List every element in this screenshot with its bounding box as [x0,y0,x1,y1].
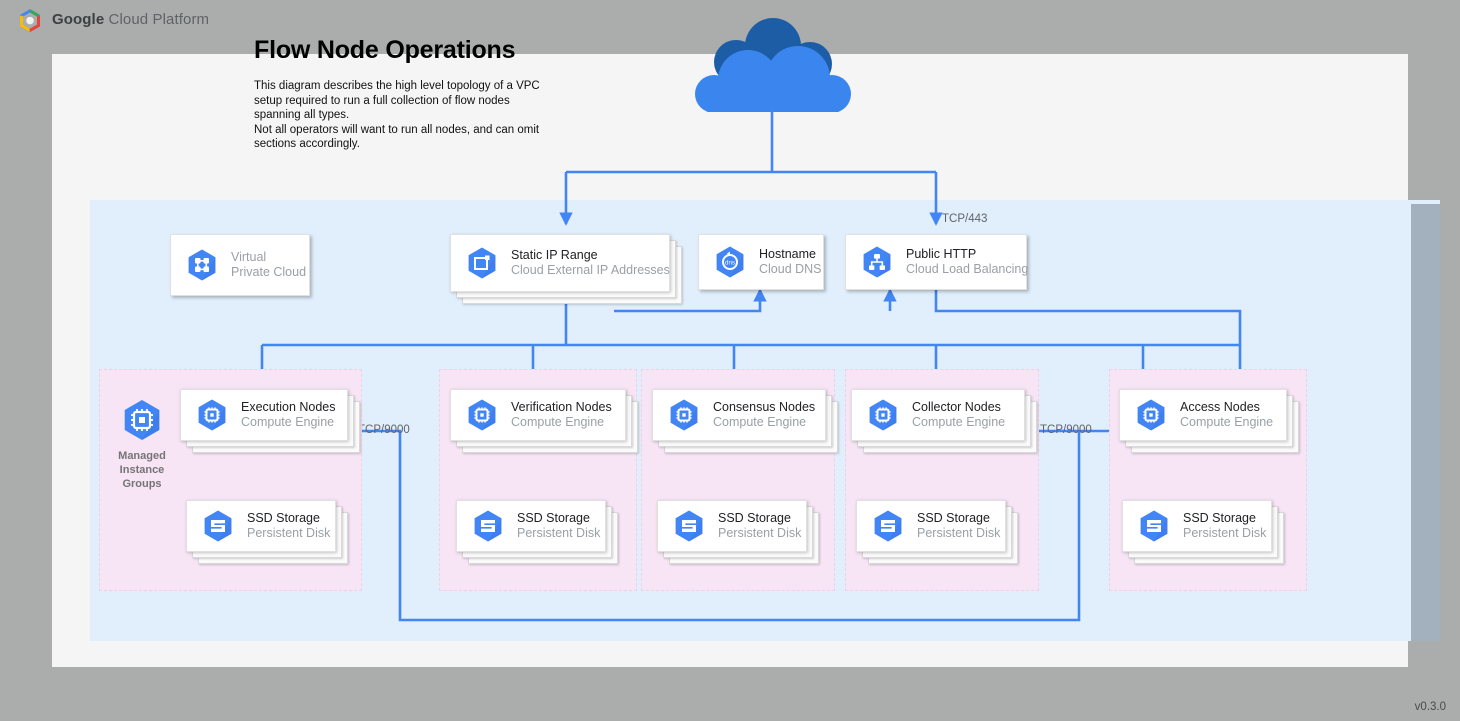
node-card-access-nodes[interactable]: Access Nodes Compute Engine [1119,389,1299,453]
persistent-disk-icon [474,510,502,542]
diagram-description: This diagram describes the high level to… [254,80,540,151]
google-cloud-platform-logo [20,9,40,33]
port-label-lb-ingress: TCP/443 [942,213,988,225]
node-subtitle: Persistent Disk [247,526,331,540]
persistent-disk-icon [1140,510,1168,542]
node-card-static-ip-range[interactable]: Static IP Range Cloud External IP Addres… [450,234,682,304]
port-label-access-to-execution: TCP/9000 [358,424,410,436]
cloud-icon [695,18,851,112]
node-title: Public HTTP [906,247,977,261]
compute-engine-icon [869,399,897,431]
node-subtitle: Compute Engine [241,415,335,429]
brand-rest: Cloud Platform [104,11,210,28]
node-subtitle: Persistent Disk [517,526,601,540]
page-title: Flow Node Operations [254,36,516,64]
node-title: Collector Nodes [912,400,1001,414]
node-subtitle: Private Cloud [231,265,307,279]
node-card-collector-storage[interactable]: SSD Storage Persistent Disk [856,500,1018,564]
port-label-access-to-collector: TCP/9000 [1040,424,1092,436]
node-subtitle: Cloud DNS [759,262,822,276]
virtual-private-cloud-icon [188,249,216,281]
node-title: Verification Nodes [511,400,612,414]
cloud-dns-icon: dns [716,246,744,278]
node-title: Static IP Range [511,248,598,262]
node-title: Execution Nodes [241,400,336,414]
node-card-virtual-private-cloud[interactable]: Virtual Private Cloud [170,234,310,296]
node-card-execution-nodes[interactable]: Execution Nodes Compute Engine [180,389,360,453]
brand-title: Google Cloud Platform [52,11,209,28]
persistent-disk-icon [204,510,232,542]
compute-engine-icon [468,399,496,431]
svg-text:dns: dns [725,260,735,267]
node-card-verification-storage[interactable]: SSD Storage Persistent Disk [456,500,618,564]
node-subtitle: Persistent Disk [1183,526,1267,540]
node-title: Hostname [759,247,816,261]
node-subtitle: Compute Engine [713,415,807,429]
vpc-region-edge [1411,204,1440,641]
node-title: SSD Storage [917,511,990,525]
node-subtitle: Persistent Disk [718,526,802,540]
persistent-disk-icon [874,510,902,542]
compute-engine-icon [198,399,226,431]
node-subtitle: Cloud Load Balancing [906,262,1029,276]
node-title: SSD Storage [1183,511,1256,525]
node-card-execution-storage[interactable]: SSD Storage Persistent Disk [186,500,348,564]
node-card-collector-nodes[interactable]: Collector Nodes Compute Engine [851,389,1037,453]
node-subtitle: Compute Engine [912,415,1006,429]
node-subtitle: Persistent Disk [917,526,1001,540]
node-card-consensus-storage[interactable]: SSD Storage Persistent Disk [657,500,819,564]
node-title: SSD Storage [247,511,320,525]
node-card-hostname[interactable]: dns Hostname Cloud DNS [698,234,824,290]
persistent-disk-icon [675,510,703,542]
node-subtitle: Compute Engine [511,415,605,429]
node-title: Consensus Nodes [713,400,816,414]
node-card-consensus-nodes[interactable]: Consensus Nodes Compute Engine [652,389,838,453]
node-card-access-storage[interactable]: SSD Storage Persistent Disk [1122,500,1284,564]
node-subtitle: Compute Engine [1180,415,1274,429]
version-label: v0.3.0 [1414,701,1446,713]
compute-engine-icon [670,399,698,431]
node-title: Virtual [231,250,267,264]
brand-bold: Google [52,11,105,28]
compute-engine-icon [1137,399,1165,431]
node-card-public-http[interactable]: Public HTTP Cloud Load Balancing [845,234,1029,290]
cloud-load-balancing-icon [863,246,891,278]
node-card-verification-nodes[interactable]: Verification Nodes Compute Engine [450,389,638,453]
node-title: Access Nodes [1180,400,1260,414]
node-title: SSD Storage [517,511,590,525]
static-ip-range-icon [468,247,496,279]
node-subtitle: Cloud External IP Addresses [511,263,670,277]
node-title: SSD Storage [718,511,791,525]
managed-instance-groups-icon [124,400,160,440]
